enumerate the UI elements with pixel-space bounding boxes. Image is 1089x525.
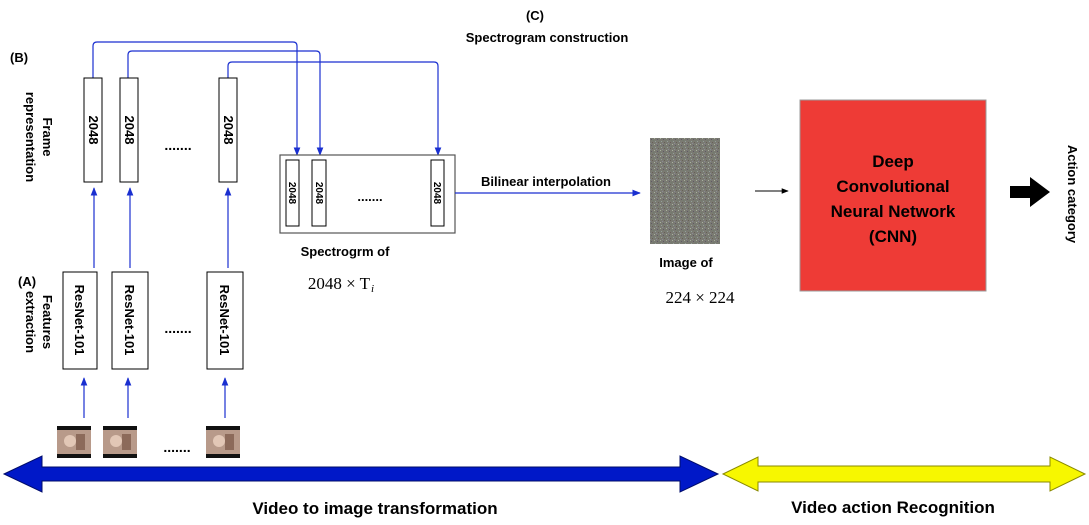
cnn-line-1: Deep (872, 152, 914, 171)
spectrogram-column-2: 2048 (313, 182, 324, 205)
frame-ellipsis: ....... (164, 137, 191, 153)
connector-frame-2 (127, 50, 324, 156)
section-a-tag: (A) (18, 274, 36, 289)
cnn-block: Deep Convolutional Neural Network (CNN) (799, 99, 987, 292)
frame-vector-1-label: 2048 (86, 116, 101, 145)
section-a-title-line1: Features (40, 295, 55, 349)
cnn-line-3: Neural Network (831, 202, 956, 221)
resnet-to-frame-arrows (90, 187, 232, 268)
connector-frame-3 (227, 61, 442, 156)
video-frame-2 (103, 426, 137, 458)
image-size: 224 × 224 (665, 288, 735, 307)
video-frame-3 (206, 426, 240, 458)
band-action-recognition (721, 456, 1087, 492)
feature-extractor-1: ResNet-101 (62, 271, 98, 370)
spectrogram: 2048 2048 ....... 2048 (279, 154, 456, 234)
cnn-line-2: Convolutional (836, 177, 949, 196)
spectrogram-ellipsis: ....... (357, 189, 382, 204)
band-left-label: Video to image transformation (252, 499, 497, 518)
spectrogram-column-1: 2048 (286, 182, 297, 205)
frame-vector-2-label: 2048 (122, 116, 137, 145)
spectrogram-connectors (92, 41, 442, 156)
spectrogram-caption: Spectrogrm of (301, 244, 391, 259)
video-frame-ellipsis: ....... (163, 439, 190, 455)
feature-extractor-2: ResNet-101 (111, 271, 149, 370)
band-video-to-image (2, 455, 720, 493)
frame-vector-3: 2048 (218, 77, 238, 183)
image-caption: Image of (659, 255, 713, 270)
video-frame-1 (57, 426, 91, 458)
cnn-line-4: (CNN) (869, 227, 917, 246)
frame-vector-2: 2048 (119, 77, 139, 183)
feature-extractor-3-label: ResNet-101 (217, 285, 232, 356)
frame-vector-3-label: 2048 (221, 116, 236, 145)
section-c-title: Spectrogram construction (466, 30, 629, 45)
spectrogram-image (650, 138, 720, 244)
frame-to-resnet-arrows (80, 377, 229, 418)
spectrogram-size-subscript: i (371, 283, 374, 295)
section-c-tag: (C) (526, 8, 544, 23)
feature-extractor-2-label: ResNet-101 (122, 285, 137, 356)
bilinear-label: Bilinear interpolation (481, 174, 611, 189)
spectrogram-size: 2048 × T (308, 274, 371, 293)
connector-frame-1 (92, 41, 301, 156)
section-a-title-line2: extraction (23, 291, 38, 353)
frame-vector-1: 2048 (83, 77, 103, 183)
section-b-title-line1: Frame (40, 117, 55, 156)
feature-extractor-3: ResNet-101 (206, 271, 244, 370)
extractor-ellipsis: ....... (164, 320, 191, 336)
spectrogram-column-3: 2048 (431, 182, 442, 205)
band-right-label: Video action Recognition (791, 498, 995, 517)
feature-extractor-1-label: ResNet-101 (72, 285, 87, 356)
output-arrow (1010, 177, 1050, 207)
section-b-title-line2: representation (23, 92, 38, 182)
section-b-tag: (B) (10, 50, 28, 65)
action-category-label: Action category (1065, 145, 1080, 244)
